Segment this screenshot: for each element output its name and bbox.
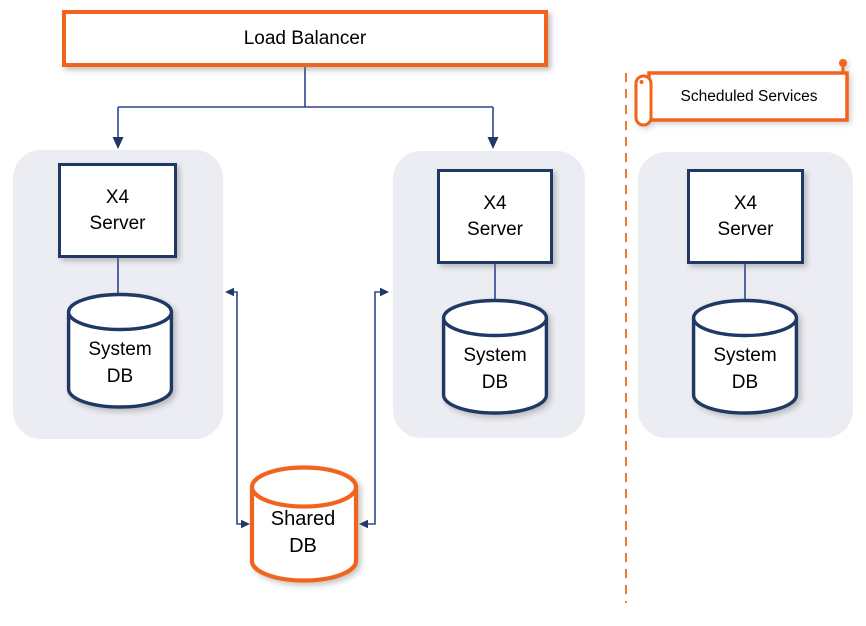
x4-server-box-2: X4 Server: [437, 169, 553, 264]
system-db-cylinder-1: [66, 292, 174, 409]
shared-db-cylinder: [249, 465, 359, 583]
system-db-label-3: System DB: [713, 345, 777, 393]
cylinder-top: [249, 465, 359, 509]
cylinder-top: [66, 292, 174, 332]
shared-db-label: Shared DB: [270, 508, 336, 557]
system-db-label-1: System DB: [88, 339, 152, 387]
cylinder-body: [249, 487, 359, 583]
cylinder-top: [441, 298, 549, 338]
banner-tube-dot: [639, 80, 644, 84]
x4-server-box-1: X4 Server: [58, 163, 177, 258]
cylinder-top: [691, 298, 799, 338]
x4-server-box-3: X4 Server: [687, 169, 804, 264]
banner-curl-icon: [839, 59, 847, 67]
system-db-label-2: System DB: [463, 345, 527, 393]
scheduled-services-label: Scheduled Services: [680, 87, 818, 105]
cylinder-body: [691, 318, 799, 415]
system-db-cylinder-2: [441, 298, 549, 415]
system-db-cylinder-3: [691, 298, 799, 415]
cylinder-body: [66, 312, 174, 409]
cylinder-body: [441, 318, 549, 415]
banner-scroll-tube: [634, 74, 653, 127]
load-balancer-box: Load Balancer: [62, 10, 548, 67]
